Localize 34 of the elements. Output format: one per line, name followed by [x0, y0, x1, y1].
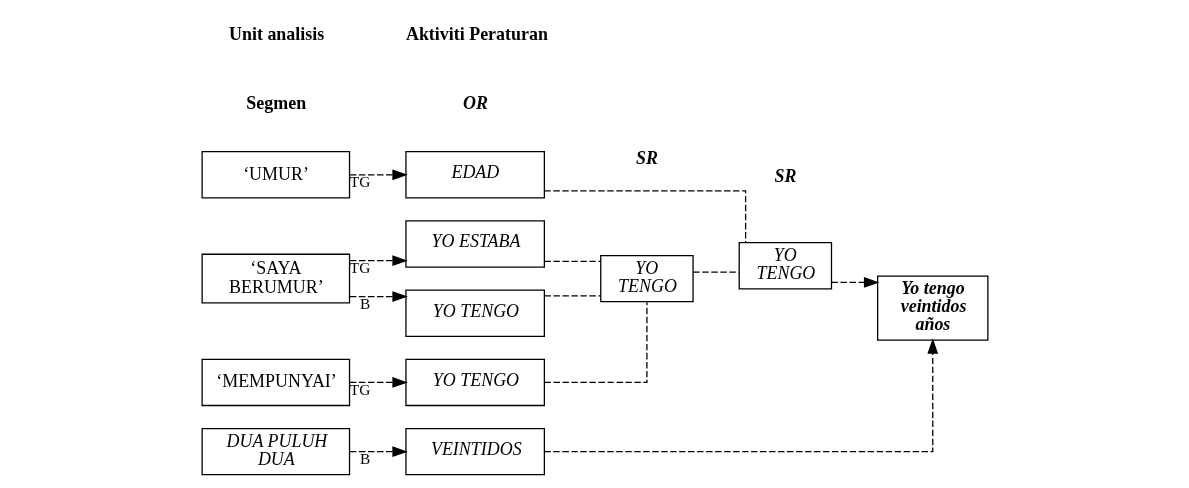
node-box: ‘MEMPUNYAI’ [201, 358, 350, 407]
arrow [348, 169, 408, 181]
node-box: YO TENGO [404, 289, 545, 337]
node-box: YO TENGO [599, 254, 694, 303]
connector [543, 301, 648, 384]
label: Aktiviti Peraturan [405, 23, 548, 44]
node-box: ‘SAYA BERUMUR’ [201, 253, 350, 304]
node-box: DUA PULUH DUA [201, 427, 350, 476]
label: OR [462, 93, 488, 114]
edge-label: TG [349, 258, 370, 276]
node-box: EDAD [404, 151, 545, 199]
connector [543, 260, 601, 262]
node-box: VEINTIDOS [404, 427, 545, 476]
node-box: YO TENGO [404, 358, 545, 407]
arrow [830, 277, 879, 288]
connector [543, 295, 601, 297]
node-box: YO ESTABA [404, 220, 545, 268]
arrow [348, 377, 408, 388]
node-box: YO TENGO [738, 242, 832, 290]
node-box: Yo tengo veintidos años [876, 275, 988, 341]
edge-label: B [359, 449, 370, 467]
label: SR [773, 166, 796, 187]
arrow [348, 446, 408, 458]
label: Segmen [245, 93, 306, 114]
arrow [543, 338, 938, 453]
connector [692, 271, 739, 273]
edge-label: B [359, 294, 370, 312]
edge-label: TG [349, 173, 370, 191]
label: SR [635, 148, 658, 169]
node-box: ‘UMUR’ [201, 151, 350, 199]
arrow [348, 291, 408, 302]
arrow [348, 255, 408, 267]
label: Unit analisis [228, 23, 324, 44]
edge-label: TG [349, 380, 370, 398]
